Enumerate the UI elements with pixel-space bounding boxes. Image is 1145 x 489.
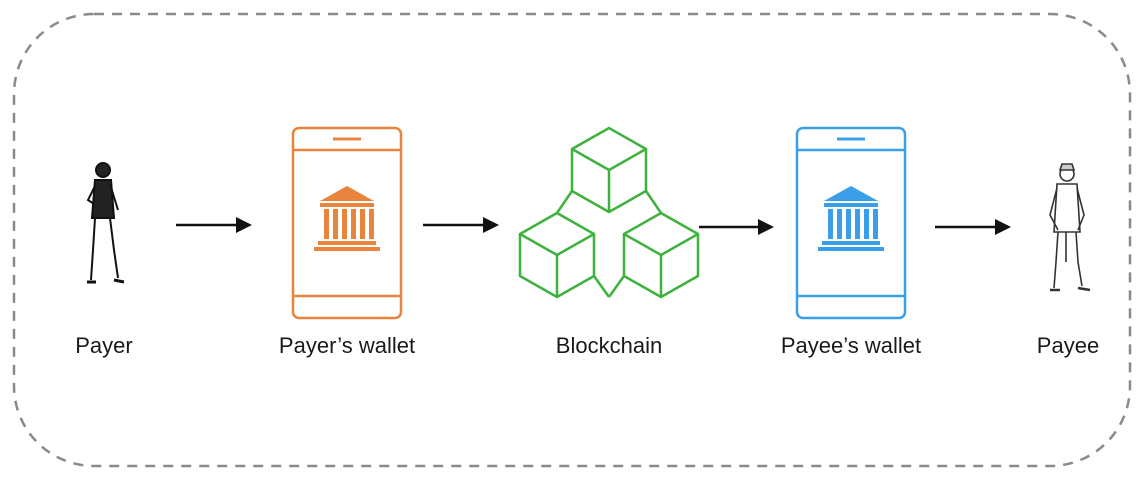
payee-person-icon	[1049, 163, 1091, 292]
payer-wallet-bank-icon	[314, 186, 380, 251]
payee-label: Payee	[1036, 333, 1100, 358]
arrow-blockchain-to-payee-wallet	[699, 219, 774, 235]
dashed-boundary	[12, 12, 1132, 468]
payee-wallet-phone-icon	[795, 126, 907, 320]
arrow-payer-to-payer-wallet	[176, 217, 252, 233]
payer-person-icon	[86, 162, 125, 284]
arrow-payer-wallet-to-blockchain	[423, 217, 499, 233]
blockchain-label: Blockchain	[555, 333, 663, 358]
flow-arrows	[176, 217, 1011, 235]
payee-wallet-label: Payee’s wallet	[780, 333, 922, 358]
payer-wallet-phone-icon	[291, 126, 403, 320]
blockchain-cubes-icon	[518, 126, 700, 299]
payee-wallet-bank-icon	[818, 186, 884, 251]
arrow-payee-wallet-to-payee	[935, 219, 1011, 235]
payer-label: Payer	[75, 333, 133, 358]
payer-wallet-label: Payer’s wallet	[278, 333, 416, 358]
